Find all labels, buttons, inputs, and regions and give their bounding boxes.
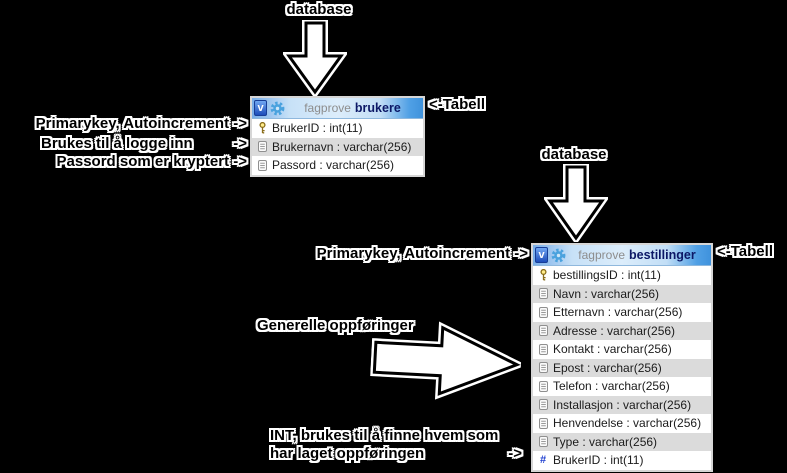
schema-name: fagprove	[304, 101, 351, 115]
annotation-login-arrow: ->	[233, 135, 247, 152]
table-header[interactable]: v fagprove bestillinger	[533, 245, 711, 266]
field-label: Adresse : varchar(256)	[553, 323, 676, 338]
table-name: bestillinger	[629, 248, 696, 262]
annotation-primarykey-brukere: Primarykey, Autoincrement ->	[35, 115, 247, 132]
annotation-int-note-line2: har laget oppføringen ->	[270, 445, 522, 463]
notes-icon	[537, 288, 549, 300]
notes-icon	[537, 362, 549, 374]
notes-icon	[256, 159, 268, 171]
table-row: Kontakt : varchar(256)	[533, 340, 711, 359]
field-label: Telefon : varchar(256)	[553, 379, 670, 394]
table-name: brukere	[354, 101, 401, 115]
gear-icon[interactable]	[270, 101, 285, 116]
table-title: fagprove bestillinger	[578, 246, 699, 264]
table-row: bestillingsID : int(11)	[533, 266, 711, 285]
field-label: Kontakt : varchar(256)	[553, 342, 672, 357]
field-label: Epost : varchar(256)	[553, 360, 662, 375]
field-label: Type : varchar(256)	[553, 434, 658, 449]
annotation-general-entries: Generelle oppføringer	[257, 317, 414, 334]
notes-icon	[537, 399, 549, 411]
down-arrow-bottom	[544, 164, 608, 242]
table-row: Passord : varchar(256)	[252, 156, 423, 175]
table-row: Adresse : varchar(256)	[533, 321, 711, 340]
notes-icon	[256, 141, 268, 153]
field-label: Installasjon : varchar(256)	[553, 397, 692, 412]
database-label-top: database	[286, 1, 352, 18]
tabell-pointer-top: <-Tabell	[429, 96, 485, 113]
field-label: Henvendelse : varchar(256)	[553, 416, 702, 431]
gear-icon[interactable]	[551, 248, 566, 263]
table-row: Installasjon : varchar(256)	[533, 395, 711, 414]
table-bestillinger: v fagprove bestillinger bestillingsID : i…	[531, 243, 713, 472]
field-label: Passord : varchar(256)	[272, 158, 395, 173]
field-label: bestillingsID : int(11)	[553, 268, 661, 283]
annotation-int-note-arrow: ->	[508, 445, 522, 462]
table-row: Brukernavn : varchar(256)	[252, 137, 423, 156]
table-row: Navn : varchar(256)	[533, 284, 711, 303]
table-toggle-v-icon[interactable]: v	[535, 247, 548, 263]
tabell-pointer-bottom: <-Tabell	[717, 243, 773, 260]
table-row: Telefon : varchar(256)	[533, 377, 711, 396]
key-icon	[537, 269, 549, 281]
table-row: BrukerID : int(11)	[252, 119, 423, 138]
field-label: BrukerID : int(11)	[553, 453, 644, 468]
field-label: Navn : varchar(256)	[553, 286, 660, 301]
database-label-bottom: database	[541, 146, 607, 163]
notes-icon	[537, 325, 549, 337]
annotation-int-note-text: har laget oppføringen	[270, 445, 425, 462]
table-row: Henvendelse : varchar(256)	[533, 414, 711, 433]
table-row: Type : varchar(256)	[533, 432, 711, 451]
field-label: BrukerID : int(11)	[272, 121, 363, 136]
field-label: Brukernavn : varchar(256)	[272, 139, 412, 154]
annotation-password: Passord som er kryptert ->	[56, 153, 248, 170]
table-toggle-v-icon[interactable]: v	[254, 100, 267, 116]
right-arrow	[370, 321, 523, 400]
annotation-int-note-line1: INT, brukes til å finne hvem som	[270, 427, 499, 444]
notes-icon	[537, 417, 549, 429]
annotation-login: Brukes til å logge inn ->	[41, 135, 247, 153]
table-row: # BrukerID : int(11)	[533, 451, 711, 470]
notes-icon	[537, 380, 549, 392]
table-row: Epost : varchar(256)	[533, 358, 711, 377]
notes-icon	[537, 343, 549, 355]
down-arrow-top	[283, 20, 347, 96]
notes-icon	[537, 306, 549, 318]
field-label: Etternavn : varchar(256)	[553, 305, 683, 320]
key-icon	[256, 122, 268, 134]
schema-name: fagprove	[578, 248, 625, 262]
annotation-primarykey-bestillinger: Primarykey, Autoincrement ->	[316, 245, 528, 262]
table-row: Etternavn : varchar(256)	[533, 303, 711, 322]
notes-icon	[537, 436, 549, 448]
hash-icon: #	[539, 454, 547, 467]
annotation-login-label: Brukes til å logge inn	[41, 135, 193, 152]
annotation-int-note: INT, brukes til å finne hvem som har lag…	[270, 427, 522, 463]
